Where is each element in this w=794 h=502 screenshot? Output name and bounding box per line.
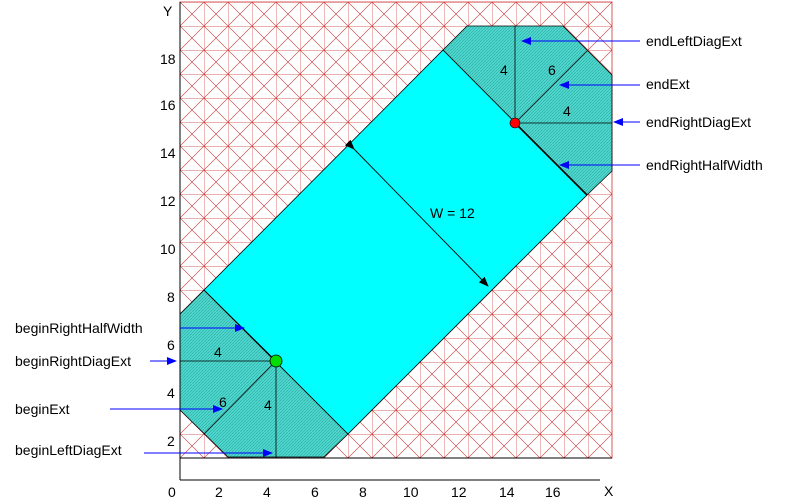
end-left-diag-value: 4 bbox=[500, 62, 508, 78]
y-tick: 16 bbox=[160, 97, 176, 113]
x-tick: 12 bbox=[451, 484, 467, 500]
begin-ext-line bbox=[203, 360, 277, 435]
x-tick: 2 bbox=[215, 484, 223, 500]
x-tick: 16 bbox=[545, 484, 561, 500]
x-tick: 6 bbox=[311, 484, 319, 500]
y-tick: 10 bbox=[160, 241, 176, 257]
y-tick: 4 bbox=[167, 385, 175, 401]
begin-right-half-width-label: beginRightHalfWidth bbox=[15, 320, 143, 336]
y-tick-labels: 2 4 6 8 10 12 14 16 18 bbox=[160, 51, 176, 449]
end-ext-value: 6 bbox=[548, 62, 556, 78]
width-dimension-arrow bbox=[344, 139, 489, 287]
end-right-half-width-line bbox=[514, 122, 588, 196]
x-tick: 8 bbox=[359, 484, 367, 500]
x-tick: 0 bbox=[168, 484, 176, 500]
x-axis-label: X bbox=[604, 483, 614, 499]
y-tick: 12 bbox=[160, 193, 176, 209]
end-right-diag-value: 4 bbox=[563, 103, 571, 119]
y-tick: 18 bbox=[160, 51, 176, 67]
y-tick: 2 bbox=[167, 433, 175, 449]
begin-left-diag-value: 4 bbox=[264, 397, 272, 413]
begin-right-diag-value: 4 bbox=[214, 344, 222, 360]
x-tick-labels: 0 2 4 6 8 10 12 14 16 bbox=[168, 484, 561, 500]
begin-left-diag-ext-label: beginLeftDiagExt bbox=[15, 442, 122, 458]
width-label: W = 12 bbox=[430, 205, 475, 221]
x-tick: 10 bbox=[403, 484, 419, 500]
y-tick: 14 bbox=[160, 145, 176, 161]
end-right-diag-ext-label: endRightDiagExt bbox=[646, 114, 751, 130]
end-left-diag-ext-label: endLeftDiagExt bbox=[646, 33, 742, 49]
end-point bbox=[509, 117, 521, 129]
end-right-half-width-label: endRightHalfWidth bbox=[646, 157, 763, 173]
end-ext-label: endExt bbox=[646, 76, 690, 92]
begin-ext-value: 6 bbox=[219, 394, 227, 410]
begin-point bbox=[269, 354, 283, 368]
y-tick: 8 bbox=[167, 289, 175, 305]
x-tick: 4 bbox=[263, 484, 271, 500]
end-ext-line bbox=[514, 50, 588, 124]
x-tick: 14 bbox=[499, 484, 515, 500]
y-tick: 6 bbox=[167, 337, 175, 353]
y-axis-label: Y bbox=[163, 3, 173, 19]
begin-ext-label: beginExt bbox=[15, 401, 70, 417]
begin-right-diag-ext-label: beginRightDiagExt bbox=[15, 353, 131, 369]
